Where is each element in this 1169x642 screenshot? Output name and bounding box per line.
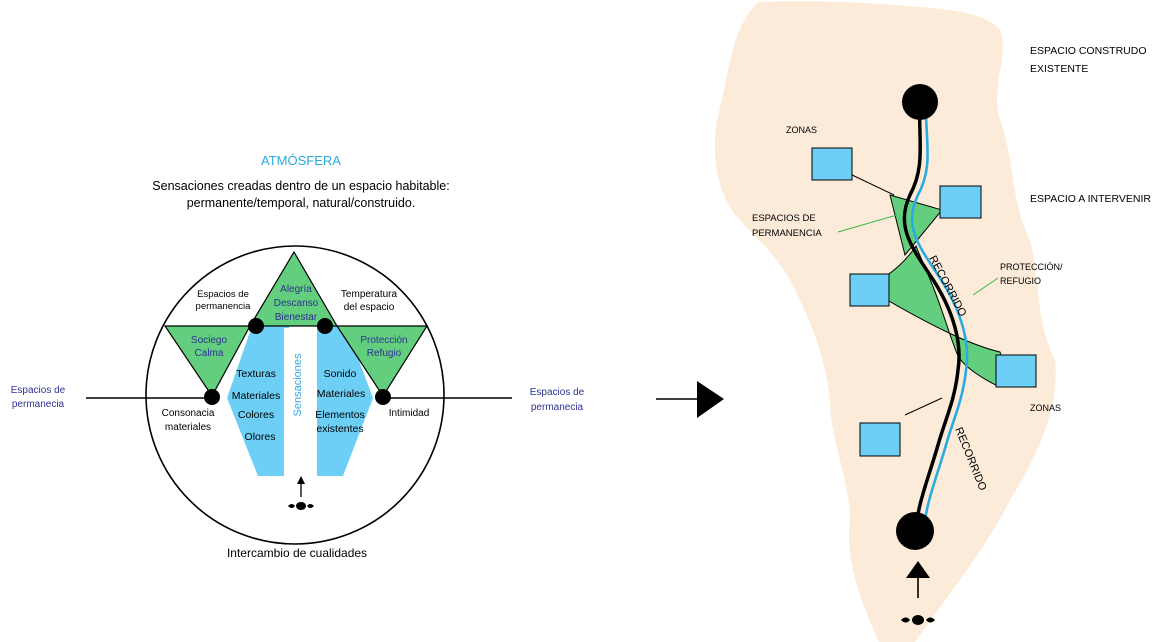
right-panel-line2: Materiales <box>317 388 365 400</box>
intervention-area <box>714 1 1056 642</box>
recorrido-path-black <box>902 99 961 538</box>
zona-square-1 <box>811 147 853 181</box>
end-node <box>896 512 934 550</box>
left-triangle-line2: Calma <box>195 348 224 359</box>
zona-line-bottom <box>904 397 943 416</box>
right-triangle <box>335 325 429 398</box>
node-top-right-label2: del espacio <box>344 302 395 313</box>
outer-right-label2: permanecia <box>531 402 584 413</box>
zonas-bottom-label: ZONAS <box>1030 403 1061 413</box>
node-top-right <box>317 318 333 334</box>
right-sensation-panel <box>308 326 373 476</box>
eye-icon <box>901 615 935 625</box>
viewer-arrow-right-icon <box>906 561 930 598</box>
outer-circle <box>145 245 445 545</box>
left-sensation-panel <box>227 326 289 476</box>
node-right-label: Intimidad <box>389 408 430 419</box>
atmosfera-subtitle-line2: permanente/temporal, natural/construido. <box>187 196 416 210</box>
zona-square-2 <box>939 185 982 219</box>
outer-left-label2: permanecia <box>12 399 65 410</box>
intervene-label: ESPACIO A INTERVENIR <box>1030 193 1151 205</box>
node-top-right-label1: Temperatura <box>341 289 398 300</box>
left-panel-line2: Materiales <box>232 390 280 402</box>
outer-right-label1: Espacios de <box>530 387 585 398</box>
top-triangle-line2: Descanso <box>274 298 319 309</box>
existing-space-label2: EXISTENTE <box>1030 63 1088 75</box>
zona-line-top <box>849 173 895 196</box>
permanencia-label2: PERMANENCIA <box>752 228 822 239</box>
node-top-left-label2: permanencia <box>196 301 252 312</box>
sensaciones-label: Sensaciones <box>292 353 304 416</box>
left-panel-line1: Texturas <box>236 368 276 380</box>
top-triangle <box>248 250 339 327</box>
right-panel-line1: Sonido <box>324 368 357 380</box>
node-top-left <box>248 318 264 334</box>
proteccion-label2: REFUGIO <box>1000 276 1041 286</box>
start-node <box>902 84 938 120</box>
permanencia-label1: ESPACIOS DE <box>752 213 816 224</box>
zona-square-4 <box>995 354 1037 388</box>
right-panel-line3: Elementos <box>315 409 365 421</box>
sensaciones-column <box>284 328 314 476</box>
eye-icon <box>288 502 314 510</box>
caption: Intercambio de cualidades <box>227 546 367 560</box>
arrow-right-icon <box>656 381 724 418</box>
recorrido-path-blue <box>910 101 969 538</box>
atmosfera-diagram: ATMÓSFERA Sensaciones creadas dentro de … <box>11 153 585 560</box>
permanencia-pointer <box>837 214 898 233</box>
right-triangle-line1: Protección <box>360 335 407 346</box>
node-left-label1: Consonacia <box>162 408 215 419</box>
zona-square-3 <box>849 273 890 307</box>
top-triangle-line3: Bienestar <box>275 312 318 323</box>
outer-left-label1: Espacios de <box>11 385 66 396</box>
node-left-label2: materiales <box>165 422 211 433</box>
node-right <box>375 389 391 405</box>
proteccion-pointer <box>972 277 999 296</box>
node-left <box>204 389 220 405</box>
viewer-arrow-icon <box>297 476 305 497</box>
atmosfera-title: ATMÓSFERA <box>261 153 341 168</box>
right-triangle-line2: Refugio <box>367 348 402 359</box>
left-panel-line4: Olores <box>245 431 276 443</box>
zonas-top-label: ZONAS <box>786 125 817 135</box>
right-panel-line4: existentes <box>316 423 363 435</box>
left-triangle-line1: Sociego <box>191 335 228 346</box>
top-triangle-line1: Alegría <box>280 284 312 295</box>
zona-square-5 <box>859 422 901 457</box>
proteccion-label1: PROTECCIÓN/ <box>1000 262 1063 272</box>
left-panel-line3: Colores <box>238 409 274 421</box>
recorrido-diagram: ESPACIO CONSTRUDO EXISTENTE ESPACIO A IN… <box>714 1 1151 642</box>
left-triangle <box>163 325 252 398</box>
existing-space-label1: ESPACIO CONSTRUDO <box>1030 45 1146 57</box>
node-top-left-label1: Espacios de <box>197 289 249 300</box>
atmosfera-subtitle-line1: Sensaciones creadas dentro de un espacio… <box>152 179 449 193</box>
